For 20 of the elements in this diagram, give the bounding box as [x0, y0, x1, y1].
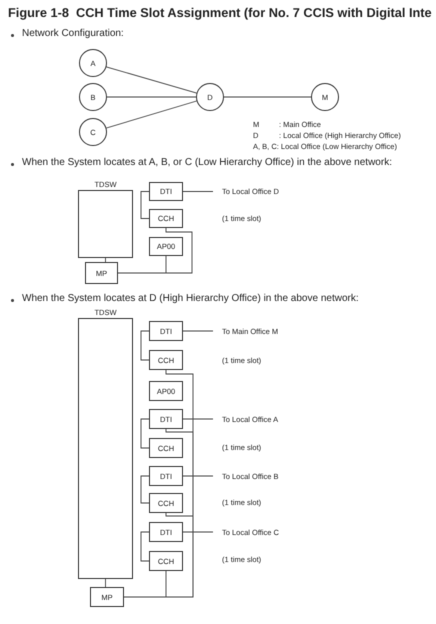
bullet-text: When the System locates at D (High Hierarchy Office) in the above network:: [22, 293, 359, 304]
connector-line: [182, 330, 214, 332]
connector-line: [106, 96, 196, 98]
figure-title: Figure 1-8 CCH Time Slot Assignment (for No. 7 CCIS with Digital Inte: [8, 5, 432, 20]
connector-line: [140, 191, 150, 219]
connector-line: [140, 532, 150, 562]
connector-line: [140, 476, 150, 504]
connector-line: [124, 570, 166, 598]
bullet-text: When the System locates at A, B, or C (Low Hierarchy Office) in the above network:: [22, 157, 392, 168]
connector-line: [106, 100, 198, 128]
connector-line: [182, 191, 214, 192]
connector-line: [105, 258, 106, 262]
connector-line: [224, 96, 312, 98]
connector-line: [140, 330, 150, 360]
connector-line: [106, 66, 198, 94]
connector-line: [140, 418, 150, 448]
connector-line: [182, 418, 214, 420]
bullet-text: Network Configuration:: [22, 28, 124, 39]
connector-line: [105, 578, 106, 588]
connector-line: [118, 256, 166, 274]
